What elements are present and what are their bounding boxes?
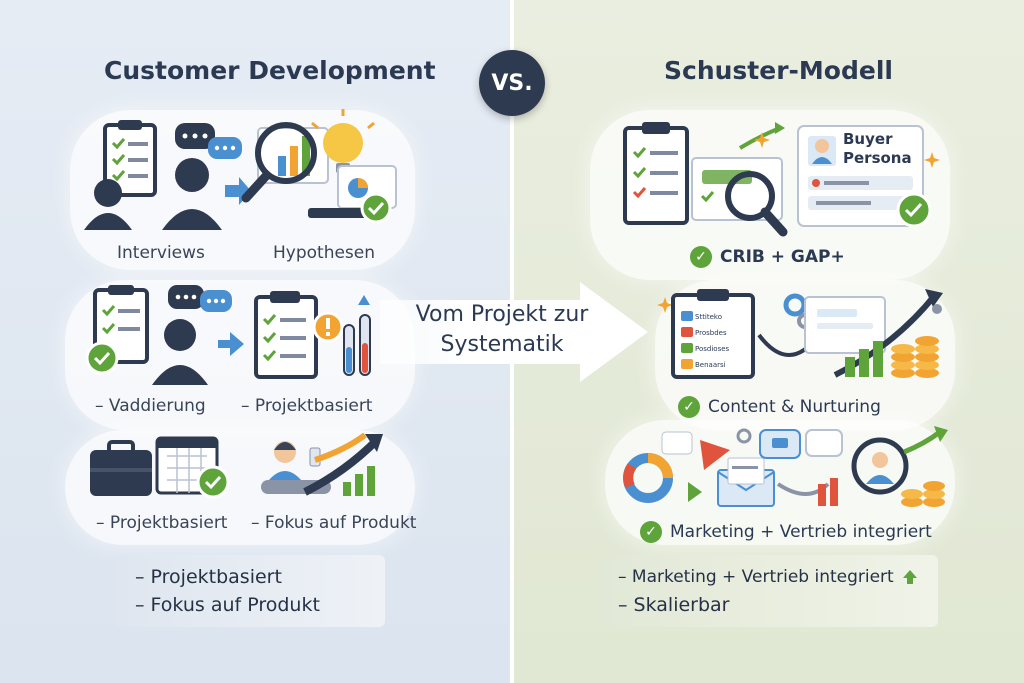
right-summary-item: – Skalierbar bbox=[618, 594, 730, 616]
interviews-illustration bbox=[84, 120, 250, 230]
left-summary-item: – Fokus auf Produkt bbox=[135, 594, 320, 616]
label-projektbasiert-1: – Projektbasiert bbox=[241, 396, 373, 416]
persona-line-1: Buyer bbox=[843, 130, 893, 148]
left-summary-box: – Projektbasiert – Fokus auf Produkt bbox=[115, 555, 385, 627]
label-hypothesen: Hypothesen bbox=[273, 243, 376, 263]
crib-research-illustration bbox=[623, 122, 940, 237]
label-fokus-produkt: – Fokus auf Produkt bbox=[251, 513, 417, 533]
content-doc-items: Sttiteko Prosbdes Posdioses Benaarsi bbox=[695, 309, 729, 373]
vs-badge: VS. bbox=[479, 50, 545, 116]
doc-item: Prosbdes bbox=[695, 329, 727, 337]
check-icon: ✓ bbox=[640, 521, 662, 543]
label-crib-gap: ✓ CRIB + GAP+ bbox=[690, 246, 845, 268]
marketing-integration-illustration bbox=[623, 426, 948, 507]
label-content-nurturing-text: Content & Nurturing bbox=[708, 397, 881, 417]
label-vaddierung: – Vaddierung bbox=[95, 396, 206, 416]
label-marketing-integriert-text: Marketing + Vertrieb integriert bbox=[670, 522, 932, 542]
validation-illustration bbox=[85, 285, 244, 385]
transition-arrow-banner bbox=[380, 282, 648, 382]
banner-line-2: Systematik bbox=[440, 332, 564, 357]
persona-card-text: Buyer Persona bbox=[843, 130, 912, 168]
doc-item: Benaarsi bbox=[695, 361, 726, 369]
right-title: Schuster-Modell bbox=[664, 56, 893, 85]
content-nurturing-illustration bbox=[657, 289, 943, 379]
doc-item: Posdioses bbox=[695, 345, 730, 353]
doc-item: Sttiteko bbox=[695, 313, 723, 321]
label-content-nurturing: ✓ Content & Nurturing bbox=[678, 396, 881, 418]
check-icon: ✓ bbox=[690, 246, 712, 268]
left-summary-item: – Projektbasiert bbox=[135, 566, 282, 588]
banner-text: Vom Projekt zur Systematik bbox=[392, 300, 612, 360]
product-focus-illustration bbox=[261, 432, 383, 496]
right-summary-item: – Marketing + Vertrieb integriert bbox=[618, 563, 918, 591]
right-summary-box: – Marketing + Vertrieb integriert – Skal… bbox=[598, 555, 938, 627]
persona-line-2: Persona bbox=[843, 149, 912, 167]
check-icon: ✓ bbox=[678, 396, 700, 418]
right-summary-item-text: – Marketing + Vertrieb integriert bbox=[618, 567, 894, 587]
label-projektbasiert-2: – Projektbasiert bbox=[96, 513, 228, 533]
label-marketing-integriert: ✓ Marketing + Vertrieb integriert bbox=[640, 521, 932, 543]
project-based-illustration bbox=[254, 291, 371, 379]
hypotheses-illustration bbox=[241, 109, 397, 224]
label-interviews: Interviews bbox=[117, 243, 205, 263]
banner-line-1: Vom Projekt zur bbox=[415, 302, 589, 327]
briefcase-calendar-illustration bbox=[90, 436, 230, 499]
arrow-up-icon bbox=[902, 570, 917, 584]
left-title: Customer Development bbox=[104, 56, 436, 85]
label-crib-gap-text: CRIB + GAP+ bbox=[720, 247, 845, 267]
